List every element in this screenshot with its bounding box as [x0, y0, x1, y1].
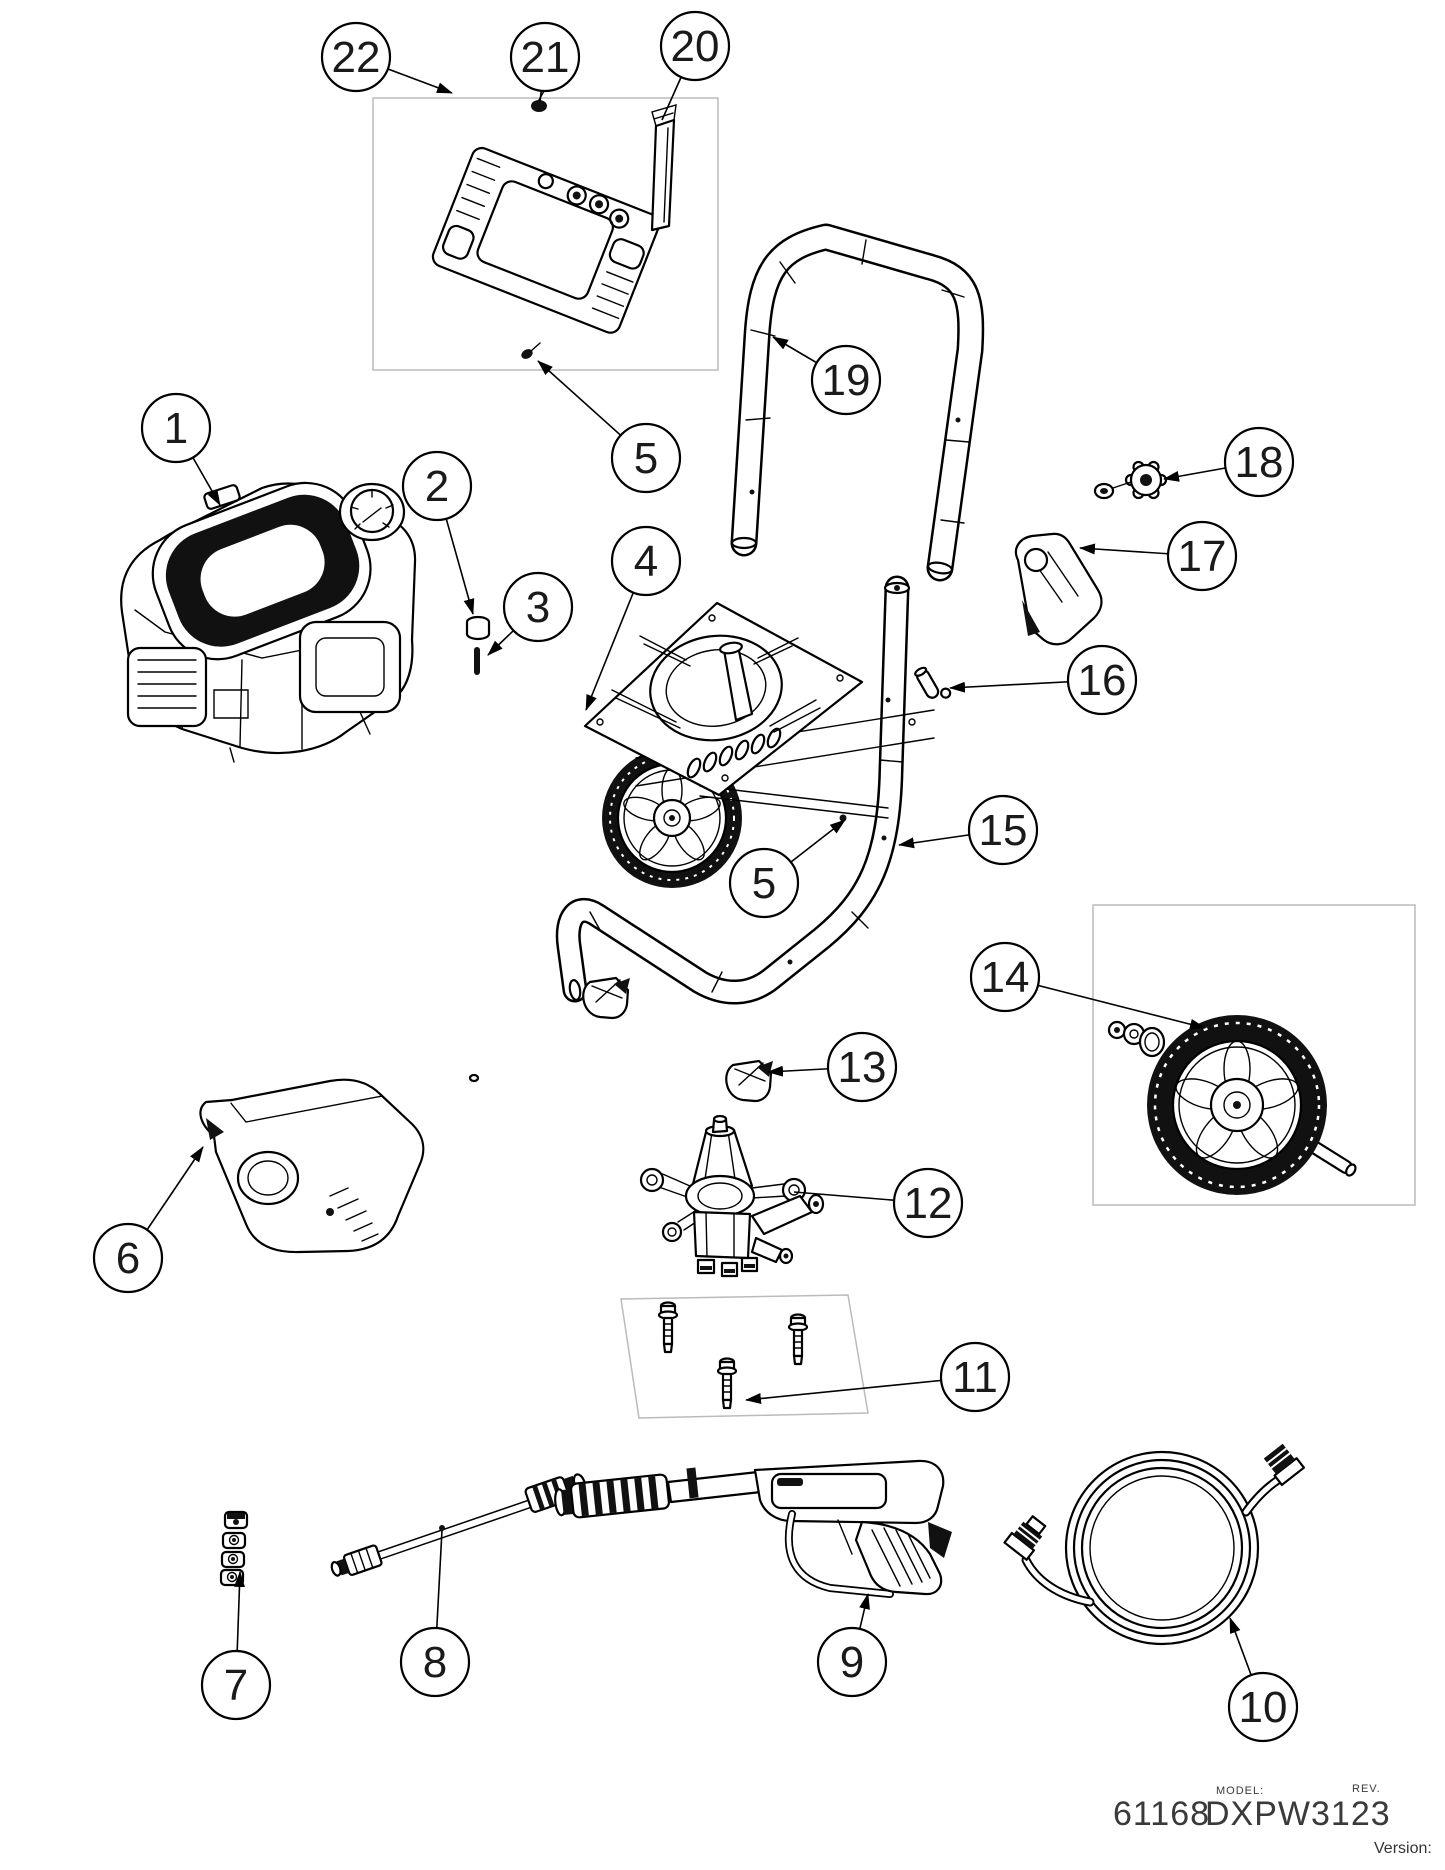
handle-latch-lever-part	[1014, 532, 1103, 646]
callout-21: 21	[509, 21, 581, 93]
bushing-ring-part	[465, 615, 491, 641]
panel-screw-top-part	[531, 90, 547, 112]
hose-clip-part-b	[725, 1059, 773, 1103]
model-label: MODEL:	[1216, 1785, 1264, 1797]
nozzle-1	[223, 1510, 249, 1530]
callout-13: 13	[826, 1031, 898, 1103]
wheel-assembly-part	[1107, 1015, 1357, 1195]
callout-19: 19	[810, 344, 882, 416]
callout-7-label: 7	[224, 1661, 248, 1710]
callout-19-label: 19	[822, 356, 871, 405]
engine-cover-part	[199, 1073, 480, 1254]
callouts: 1 2 3 4 5 5 6 7 8 9 10 11 12 13 14 15 16…	[92, 10, 1299, 1743]
base-plate-part	[583, 601, 864, 797]
frame-strut	[699, 785, 889, 822]
callout-2-label: 2	[425, 462, 449, 511]
nozzle-set-part	[219, 1510, 249, 1587]
lock-pin-part	[914, 666, 952, 699]
callout-5a-label: 5	[634, 434, 658, 483]
callout-4: 4	[610, 525, 682, 597]
callout-8-label: 8	[423, 1638, 447, 1687]
bolt-1	[657, 1301, 679, 1354]
nozzle-3	[220, 1550, 246, 1569]
wheel-detail-box	[1092, 904, 1416, 1206]
callout-22: 22	[320, 21, 392, 93]
callout-8: 8	[399, 1626, 471, 1698]
callout-10-label: 10	[1239, 1683, 1288, 1732]
callout-15-label: 15	[979, 806, 1028, 855]
model-value: DXPW3123	[1205, 1795, 1391, 1833]
engine-part	[120, 481, 417, 763]
hose-clip-part-a	[582, 976, 630, 1020]
callout-14: 14	[969, 941, 1041, 1013]
callout-10: 10	[1227, 1671, 1299, 1743]
callout-20-label: 20	[671, 22, 720, 71]
callout-15: 15	[967, 794, 1039, 866]
callout-13-label: 13	[838, 1043, 887, 1092]
nozzle-2	[221, 1531, 247, 1550]
rev-label: REV.	[1352, 1783, 1381, 1795]
callout-5b-label: 5	[752, 859, 776, 908]
panel-screw-part	[521, 342, 541, 359]
bolt-3	[716, 1357, 738, 1410]
pump-part	[639, 1114, 825, 1278]
callout-17-label: 17	[1178, 532, 1227, 581]
frame-tubes-part	[555, 575, 911, 1005]
callout-17: 17	[1166, 520, 1238, 592]
callout-22-label: 22	[332, 33, 381, 82]
handle-part	[730, 223, 985, 582]
callout-2: 2	[401, 450, 473, 522]
knob-bolt-part	[1093, 460, 1168, 500]
callout-11-label: 11	[952, 1353, 998, 1402]
callout-14-label: 14	[981, 953, 1030, 1002]
panel-bracket-strip-part	[650, 104, 677, 232]
callout-18: 18	[1223, 426, 1295, 498]
callout-12-label: 12	[904, 1179, 953, 1228]
callout-21-label: 21	[521, 33, 570, 82]
part-number: 61168	[1113, 1795, 1210, 1833]
callout-16: 16	[1066, 644, 1138, 716]
mounting-bolts-part	[657, 1301, 809, 1410]
control-panel-part	[431, 146, 661, 334]
callout-11: 11	[939, 1341, 1011, 1413]
shaft-key-pin-part	[474, 647, 480, 675]
callout-3-label: 3	[526, 583, 550, 632]
callout-18-label: 18	[1235, 438, 1284, 487]
callout-5-frame: 5	[728, 847, 800, 919]
spray-gun-part	[554, 1459, 952, 1598]
callout-4-label: 4	[634, 537, 658, 586]
version-label: Version:	[1374, 1840, 1432, 1857]
callout-1-label: 1	[164, 404, 188, 453]
callout-16-label: 16	[1078, 656, 1127, 705]
title-block: MODEL: REV. 61168 DXPW3123 Version:	[1113, 1783, 1432, 1857]
callout-9: 9	[816, 1626, 888, 1698]
callout-7: 7	[200, 1649, 272, 1721]
spray-wand-part	[330, 1473, 587, 1577]
bolts-detail-box	[620, 1294, 869, 1419]
callout-9-label: 9	[840, 1638, 864, 1687]
callout-20: 20	[659, 10, 731, 82]
callout-6: 6	[92, 1222, 164, 1294]
bolt-2	[787, 1313, 809, 1366]
callout-12: 12	[892, 1167, 964, 1239]
leader-c11	[745, 1376, 976, 1404]
callout-1: 1	[140, 392, 212, 464]
callout-6-label: 6	[116, 1234, 140, 1283]
wand-leader-dot	[439, 1525, 445, 1531]
callout-3: 3	[502, 571, 574, 643]
high-pressure-hose-part	[1003, 1443, 1306, 1646]
callout-5-panel: 5	[610, 422, 682, 494]
